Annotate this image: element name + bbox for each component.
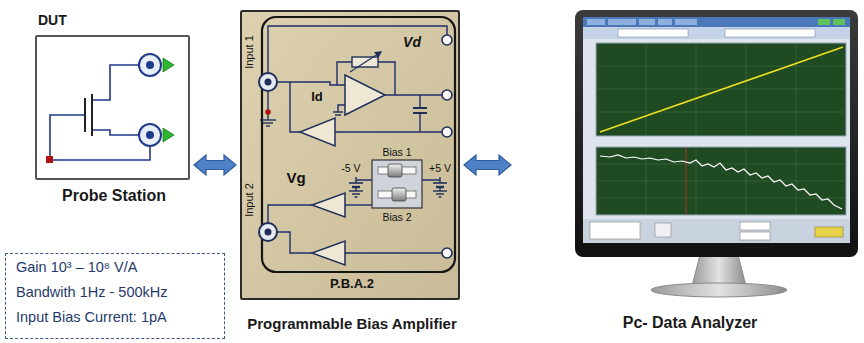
drain-wire [92,65,139,100]
junction-dot [265,109,271,115]
opamp-symbol [312,241,345,265]
plot-grid [596,147,846,215]
spec-box: Gain 10³ – 10⁸ V/A Bandwith 1Hz - 500kHzI… [5,253,225,339]
gate-line [84,98,86,132]
panel-caption: Pc- Data Analyzer [623,313,758,332]
inner-panel [262,17,455,272]
input2-wire [277,232,312,253]
app-toolbar [583,27,850,39]
ground-symbol [260,120,276,126]
plot-area [596,43,846,136]
spec-line: Gain 10³ – 10⁸ V/A [16,259,137,276]
output-wire [385,94,442,95]
control-label: Bias 1 [382,146,411,159]
double-arrow [464,155,511,175]
supply-label: -5 V [341,162,360,175]
vg-wire [268,205,312,223]
spec-line: Bandwith 1Hz - 500kHz [16,284,168,301]
app-statusbar [583,219,850,243]
signal-name: Vg [286,169,305,187]
resistor-symbol [350,52,381,72]
ground-symbol [333,112,343,115]
source-wire [92,130,139,135]
double-arrow [194,155,236,175]
bias-wire [345,204,372,205]
channel-line [91,94,93,136]
output-terminal [442,35,452,258]
battery-symbol [349,183,363,197]
signal-name: Vd [403,34,421,51]
app-fields [618,29,815,37]
bnc-connector [259,223,277,241]
plot-cursor [686,147,687,215]
monitor-base [651,283,787,297]
device-heading: DUT [38,12,67,29]
opamp-symbol [312,193,345,217]
plot-line [600,47,843,132]
amplifier-wires [268,26,447,253]
buffer-input-wire [335,131,442,132]
input-label: Input 1 [243,35,256,69]
supply-wire [439,177,440,191]
mosfet-symbol [85,94,92,136]
dut-ground [35,35,190,180]
bnc-pin [146,61,154,69]
plot-grid [596,43,846,136]
control-label: Bias 2 [382,211,411,224]
gate-wire [50,115,150,160]
bnc-outer [139,54,161,76]
amplifier-ground [240,10,460,300]
output-marker [163,58,174,72]
ground-wire [267,91,268,120]
bias-slider [372,160,422,208]
monitor-bezel [575,10,858,257]
monitor-stand [692,255,746,286]
output-wire [345,252,442,253]
dut-illustration [35,35,190,180]
app-controls [590,222,843,240]
dut-wires [50,65,150,160]
dut-box: DUTProbe Station [35,35,190,180]
bnc-connector [139,54,174,76]
output-marker [163,128,174,142]
monitor-illustration [575,10,858,297]
buffer-wire [290,82,300,132]
contact-dot [46,156,53,163]
amplifier-box: P.B.A.2Programmable Bias Amplifier [240,10,460,300]
device-model: P.B.A.2 [330,276,374,292]
app-menubar [583,17,850,27]
battery-symbol [433,183,447,197]
opamp-symbol [300,118,335,146]
spec-line: Input Bias Current: 1pA [16,309,167,326]
plot-area [596,147,846,215]
panel-caption: Probe Station [62,186,166,205]
pc-monitor: Pc- Data Analyzer [515,8,860,298]
input-label: Input 2 [243,183,256,217]
bnc-connector [139,124,174,146]
app-tabs [587,19,845,25]
noise-curve [600,155,842,209]
supply-label: +5 V [429,162,451,175]
signal-name: Id [311,89,323,105]
panel-caption: Programmable Bias Amplifier [247,315,457,333]
bnc-outer [139,124,161,146]
bnc-connector [259,73,277,91]
vd-rail [268,26,447,73]
monitor-screen [583,17,850,243]
input-wire [277,82,345,85]
bnc-pin [146,131,154,139]
supply-wire [355,177,356,191]
plus-input-wire [338,105,345,112]
opamp-symbol [345,75,385,115]
capacitor-symbol [413,108,427,113]
feedback-wire [378,62,395,95]
amplifier-illustration [240,10,460,300]
